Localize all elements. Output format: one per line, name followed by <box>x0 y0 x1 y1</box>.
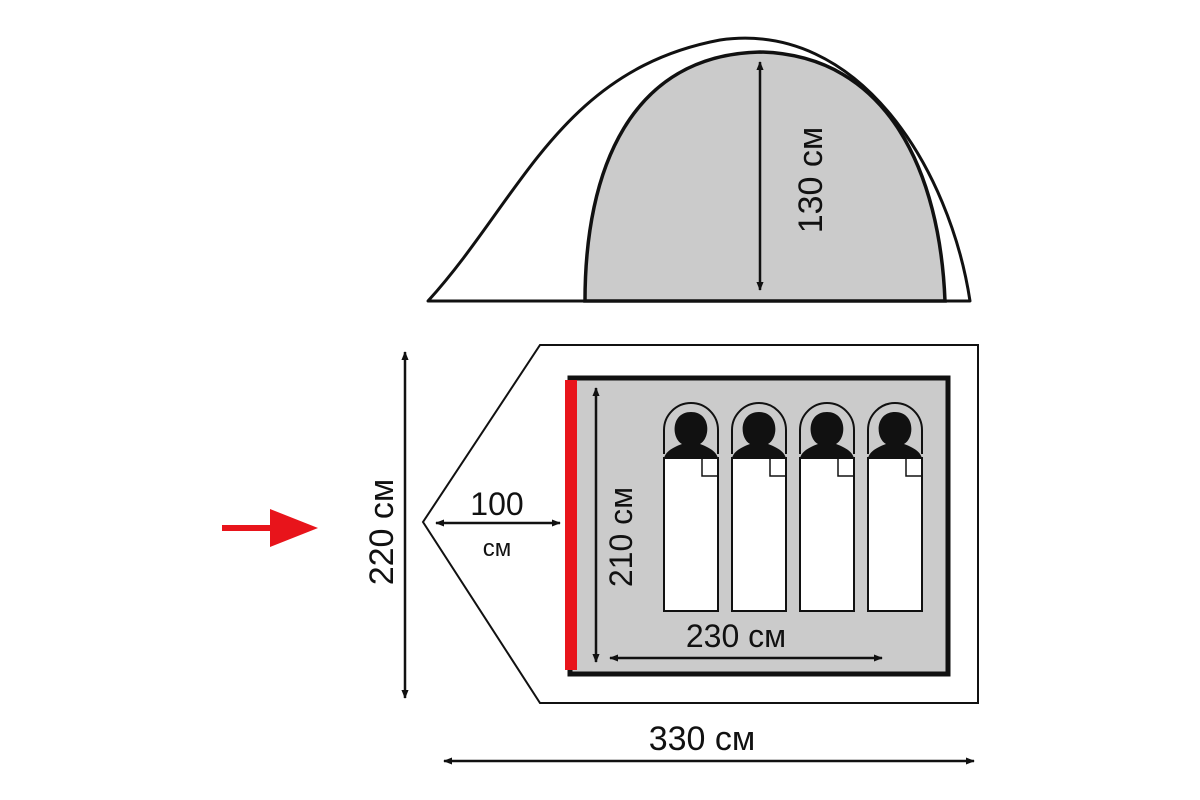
inner-width-dimension-label: 210 см <box>603 487 639 587</box>
sleeping-mat <box>663 457 719 612</box>
height-dimension-label: 130 см <box>792 127 830 234</box>
vestibule-depth-unit: см <box>483 535 512 562</box>
mat-corner-fold <box>837 458 854 477</box>
sleeping-mat <box>799 457 855 612</box>
mat-corner-fold <box>701 458 718 477</box>
inner-tent-profile <box>583 50 947 303</box>
sleeping-place <box>799 402 855 612</box>
person-silhouette-icon <box>664 412 718 460</box>
person-silhouette-icon <box>732 412 786 460</box>
sleeping-mat <box>731 457 787 612</box>
sleeping-mat <box>867 457 923 612</box>
entrance-door-marker <box>565 380 577 670</box>
sleeping-place <box>867 402 923 612</box>
sleeping-place <box>663 402 719 612</box>
sleeping-place <box>731 402 787 612</box>
overall-width-dimension-label: 220 см <box>363 479 401 586</box>
vestibule-depth-value: 100 <box>470 486 523 522</box>
arrow-right-icon <box>222 509 318 547</box>
floor-plan: 210 см 230 см 100 см <box>421 344 979 704</box>
sleeping-places <box>663 402 923 612</box>
mat-corner-fold <box>905 458 922 477</box>
overall-length-dimension-label: 330 см <box>649 720 756 758</box>
side-view: 130 см <box>426 36 972 303</box>
inner-length-dimension-label: 230 см <box>686 618 786 654</box>
person-silhouette-icon <box>800 412 854 460</box>
mat-corner-fold <box>769 458 786 477</box>
person-silhouette-icon <box>868 412 922 460</box>
